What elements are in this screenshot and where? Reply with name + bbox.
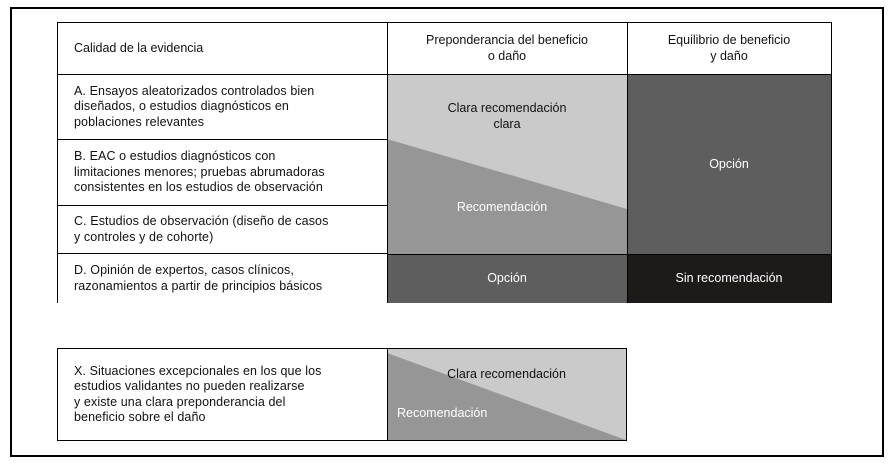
column-divider-benefit-equilibrium xyxy=(627,23,628,303)
shade-exceptional: Clara recomendación Recomendación xyxy=(387,349,626,440)
header-equilibrium-line2: y daño xyxy=(710,48,748,63)
rule-above-row-d xyxy=(387,254,831,255)
header-benefit-line2: o daño xyxy=(487,48,527,63)
row-d-line2: razonamientos a partir de principios bás… xyxy=(74,278,323,293)
row-b-text: B. EAC o estudios diagnósticos con limit… xyxy=(74,149,325,196)
label-opcion-benefit-d: Opción xyxy=(487,271,527,285)
row-a-description: A. Ensayos aleatorizados controlados bie… xyxy=(58,75,387,140)
row-d-description: D. Opinión de expertos, casos clínicos, … xyxy=(58,254,387,303)
shade-benefit-row-d: Opción xyxy=(387,254,627,303)
row-c-description: C. Estudios de observación (diseño de ca… xyxy=(58,206,387,254)
diagonal-split-exceptional xyxy=(387,349,626,440)
row-d-line1: D. Opinión de expertos, casos clínicos, xyxy=(74,263,294,277)
column-divider-evidence-benefit xyxy=(387,23,388,303)
label-recomendacion-abc: Recomendación xyxy=(456,200,548,214)
label-sin-recomendacion-d: Sin recomendación xyxy=(675,271,783,285)
header-equilibrium-line1: Equilibrio de beneficio xyxy=(667,33,791,47)
row-c-line1: C. Estudios de observación (diseño de ca… xyxy=(74,214,329,228)
shade-equilibrium-row-d: Sin recomendación xyxy=(627,254,831,303)
row-c-text: C. Estudios de observación (diseño de ca… xyxy=(74,214,328,245)
label-opcion-equilibrium-abc: Opción xyxy=(709,157,749,171)
row-a-line2: diseñados, o estudios diagnósticos en xyxy=(74,99,289,114)
label-recomendacion-x: Recomendación xyxy=(397,406,488,420)
row-b-line2: limitaciones menores; pruebas abrumadora… xyxy=(74,164,325,179)
row-b-line1: B. EAC o estudios diagnósticos con xyxy=(74,149,276,164)
label-clara-recomendacion-abc: Clara recomendación clara xyxy=(387,101,627,132)
diagonal-split-benefit-abc xyxy=(387,75,627,254)
evidence-matrix-table: Clara recomendación clara Recomendación … xyxy=(57,22,832,303)
row-b-description: B. EAC o estudios diagnósticos con limit… xyxy=(58,140,387,206)
row-c-line2: y controles y de cohorte) xyxy=(74,229,214,244)
clara-line2: clara xyxy=(493,116,521,131)
row-x-line2: estudios validantes no pueden realizarse xyxy=(74,379,305,393)
row-x-line3: y existe una clara preponderancia del xyxy=(74,394,286,409)
header-cell-benefit: Preponderancia del beneficio o daño xyxy=(387,23,627,75)
clara-line1: Clara recomendación xyxy=(447,101,567,115)
row-a-line1: A. Ensayos aleatorizados controlados bie… xyxy=(74,83,315,98)
row-a-text: A. Ensayos aleatorizados controlados bie… xyxy=(74,84,314,131)
label-clara-recomendacion-x: Clara recomendación xyxy=(447,367,566,381)
header-evidence-text: Calidad de la evidencia xyxy=(74,40,204,55)
divider-text-shade-x xyxy=(387,349,388,440)
header-equilibrium-text: Equilibrio de beneficio y daño xyxy=(668,33,790,64)
shade-benefit-rows-abc: Clara recomendación clara Recomendación xyxy=(387,75,627,254)
row-x-description: X. Situaciones excepcionales en los que … xyxy=(58,349,387,440)
row-x-line4: beneficio sobre el daño xyxy=(74,410,206,424)
row-a-line3: poblaciones relevantes xyxy=(74,114,205,129)
row-x-text: X. Situaciones excepcionales en los que … xyxy=(74,364,322,426)
row-b-line3: consistentes en los estudios de observac… xyxy=(74,180,323,195)
row-d-text: D. Opinión de expertos, casos clínicos, … xyxy=(74,263,322,294)
row-x-line1: X. Situaciones excepcionales en los que … xyxy=(74,363,322,378)
exceptional-situations-table: X. Situaciones excepcionales en los que … xyxy=(57,348,627,441)
header-cell-evidence: Calidad de la evidencia xyxy=(58,23,387,75)
shade-equilibrium-rows-abc: Opción xyxy=(627,75,831,254)
header-benefit-text: Preponderancia del beneficio o daño xyxy=(426,33,588,64)
header-cell-equilibrium: Equilibrio de beneficio y daño xyxy=(627,23,831,75)
header-benefit-line1: Preponderancia del beneficio xyxy=(426,33,588,47)
